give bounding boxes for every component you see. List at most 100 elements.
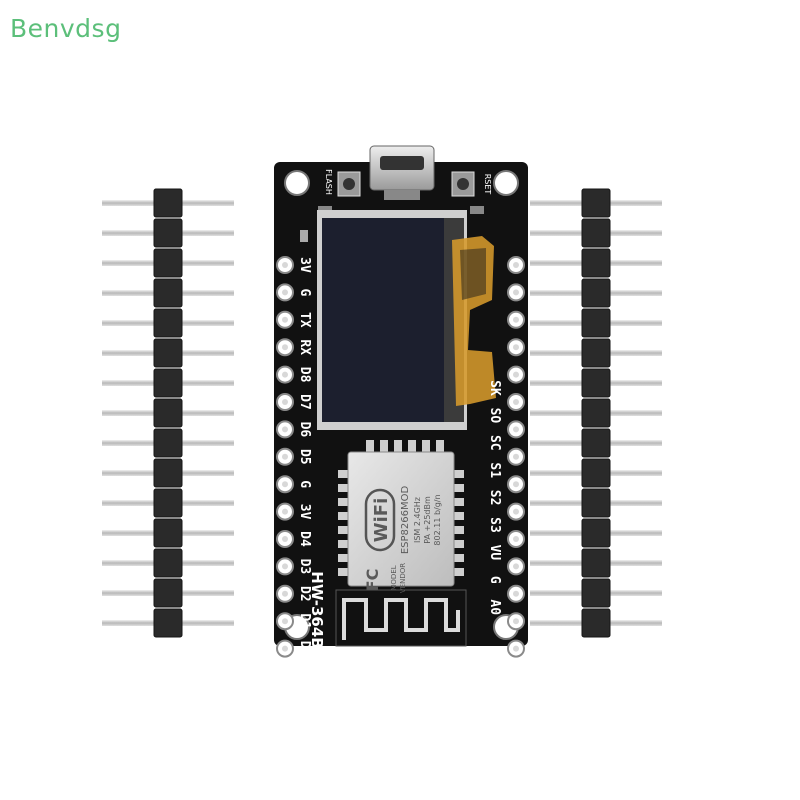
fcc-mark: FC: [363, 569, 382, 592]
left-pin-label: G: [297, 480, 312, 488]
module-pad: [366, 440, 374, 452]
module-pad: [338, 526, 350, 534]
left-pin-label: D6: [297, 422, 312, 438]
module-pad: [338, 484, 350, 492]
module-pad: [408, 440, 416, 452]
left-pin-label: 3V: [297, 504, 312, 520]
left-pin-label: D4: [297, 531, 312, 547]
header-segment: [581, 548, 611, 578]
header-segment: [581, 488, 611, 518]
right-pin-label: VU: [487, 545, 502, 561]
header-segment: [153, 458, 183, 488]
header-segment: [581, 218, 611, 248]
left-pin-label: D0: [297, 641, 312, 657]
nodemcu-board: FLASH RSET 3VGTXRXD8D7D6D5G3VD4D3D2D1D0 …: [274, 145, 528, 658]
header-segment: [153, 608, 183, 638]
right-pin-header: [530, 188, 662, 638]
right-pin-label: G: [487, 576, 502, 584]
module-pad: [452, 498, 464, 506]
mounting-hole: [493, 170, 519, 196]
svg-text:WiFi: WiFi: [371, 498, 392, 543]
board-model-label: HW-364B: [308, 571, 326, 648]
header-segment: [153, 278, 183, 308]
left-pin-label: D3: [297, 559, 312, 575]
right-pin-label: A0: [487, 599, 502, 615]
module-pad: [452, 554, 464, 562]
reset-label: RSET: [483, 174, 492, 195]
left-pin-label: D2: [297, 586, 312, 602]
module-pad: [338, 470, 350, 478]
module-pad: [452, 512, 464, 520]
header-segment: [153, 368, 183, 398]
module-pad: [452, 540, 464, 548]
watermark-text: Benvdsg: [10, 14, 122, 43]
header-segment: [581, 578, 611, 608]
module-shield: [347, 451, 455, 587]
header-segment: [153, 248, 183, 278]
header-segment: [581, 248, 611, 278]
header-segment: [581, 518, 611, 548]
header-segment: [581, 368, 611, 398]
left-pin-label: RX: [297, 339, 312, 355]
module-pad: [452, 470, 464, 478]
header-segment: [581, 428, 611, 458]
module-pad: [338, 540, 350, 548]
left-pin-label: D5: [297, 449, 312, 465]
right-pin-label: SK: [487, 380, 502, 396]
header-segment: [153, 398, 183, 428]
module-pad: [436, 440, 444, 452]
module-pad: [452, 484, 464, 492]
header-segment: [153, 188, 183, 218]
flash-label: FLASH: [324, 169, 333, 195]
header-segment: [581, 608, 611, 638]
header-segment: [153, 338, 183, 368]
module-pad: [338, 554, 350, 562]
header-segment: [581, 188, 611, 218]
module-model: ESP8266MOD: [400, 486, 411, 555]
header-segment: [153, 308, 183, 338]
right-pin-label: SO: [487, 408, 502, 424]
module-pad: [338, 568, 350, 576]
left-pin-label: D8: [297, 367, 312, 383]
module-pad: [452, 526, 464, 534]
module-pad: [452, 568, 464, 576]
right-pin-label: S3: [487, 517, 502, 533]
left-pin-label: D7: [297, 394, 312, 410]
left-pin-label: D1: [297, 613, 312, 629]
header-segment: [153, 218, 183, 248]
module-pad: [380, 440, 388, 452]
header-segment: [581, 398, 611, 428]
module-pad: [338, 512, 350, 520]
header-segment: [153, 578, 183, 608]
pcb-antenna: [342, 598, 460, 640]
oled-display: [322, 218, 444, 422]
left-pin-header: [102, 188, 234, 638]
header-segment: [153, 518, 183, 548]
module-pad: [394, 440, 402, 452]
header-segment: [581, 278, 611, 308]
header-segment: [581, 308, 611, 338]
left-pin-label: G: [297, 288, 312, 296]
header-segment: [581, 458, 611, 488]
usb-slot: [380, 156, 424, 170]
module-spec-1: ISM 2.4GHz: [413, 497, 422, 543]
header-segment: [153, 488, 183, 518]
svg-text:VENDOR: VENDOR: [399, 563, 407, 593]
right-pin-label: SC: [487, 435, 502, 451]
mounting-hole: [284, 170, 310, 196]
header-segment: [581, 338, 611, 368]
wifi-logo: WiFi: [364, 488, 396, 552]
module-spec-2: PA +25dBm: [423, 496, 432, 544]
module-spec-3: 802.11 b/g/n: [433, 494, 442, 545]
left-pin-label: 3V: [297, 257, 312, 273]
module-pad: [422, 440, 430, 452]
right-pin-label: S1: [487, 462, 502, 478]
module-pad: [338, 498, 350, 506]
right-pin-label: S2: [487, 490, 502, 506]
svg-text:MODEL: MODEL: [390, 565, 398, 590]
left-pin-label: TX: [297, 312, 312, 328]
esp8266-module: WiFi ESP8266MOD ISM 2.4GHz PA +25dBm 802…: [335, 440, 467, 647]
header-segment: [153, 548, 183, 578]
header-segment: [153, 428, 183, 458]
